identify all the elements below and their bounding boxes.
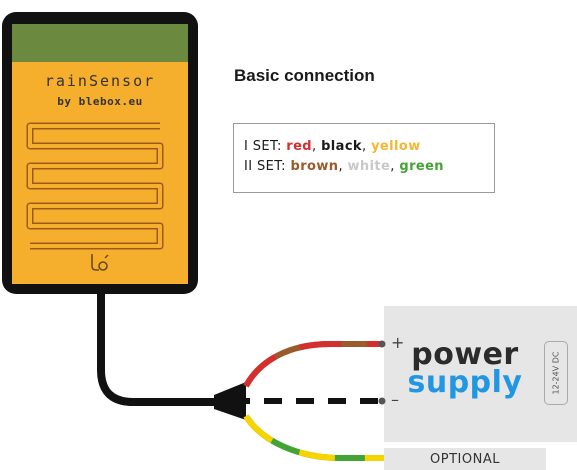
legend-color-green: green — [399, 159, 444, 174]
blebox-logo-icon — [91, 254, 109, 271]
optional-label: OPTIONAL — [430, 452, 500, 467]
plus-label: + — [391, 333, 405, 352]
legend-set-2-label: II SET: — [244, 159, 286, 174]
legend-set-1: I SET: red, black, yellow — [244, 139, 421, 154]
power-supply-line1: power — [411, 337, 519, 372]
voltage-badge: 12-24V DC — [544, 341, 568, 405]
legend-color-yellow: yellow — [371, 139, 421, 154]
power-supply-line2: supply — [407, 365, 523, 400]
wire-color-legend: I SET: red, black, yellow II SET: brown,… — [233, 123, 495, 193]
legend-color-red: red — [286, 139, 313, 154]
cable-splitter — [214, 382, 246, 420]
rain-sensor-device — [2, 12, 198, 294]
legend-set-2: II SET: brown, white, green — [244, 159, 444, 174]
voltage-label: 12-24V DC — [551, 351, 561, 395]
terminal-negative — [378, 397, 386, 405]
sensor-cable — [97, 286, 226, 406]
legend-set-1-label: I SET: — [244, 139, 282, 154]
legend-color-white: white — [347, 159, 391, 174]
sensor-top-band — [12, 24, 188, 62]
diagram-title: Basic connection — [234, 66, 375, 85]
terminal-positive — [378, 340, 386, 348]
minus-label: – — [391, 390, 399, 409]
optional-box — [384, 448, 546, 470]
sensor-name: rainSensor — [44, 72, 156, 90]
sensor-subtitle: by blebox.eu — [57, 95, 143, 108]
legend-color-brown: brown — [290, 159, 339, 174]
legend-color-black: black — [321, 139, 362, 154]
